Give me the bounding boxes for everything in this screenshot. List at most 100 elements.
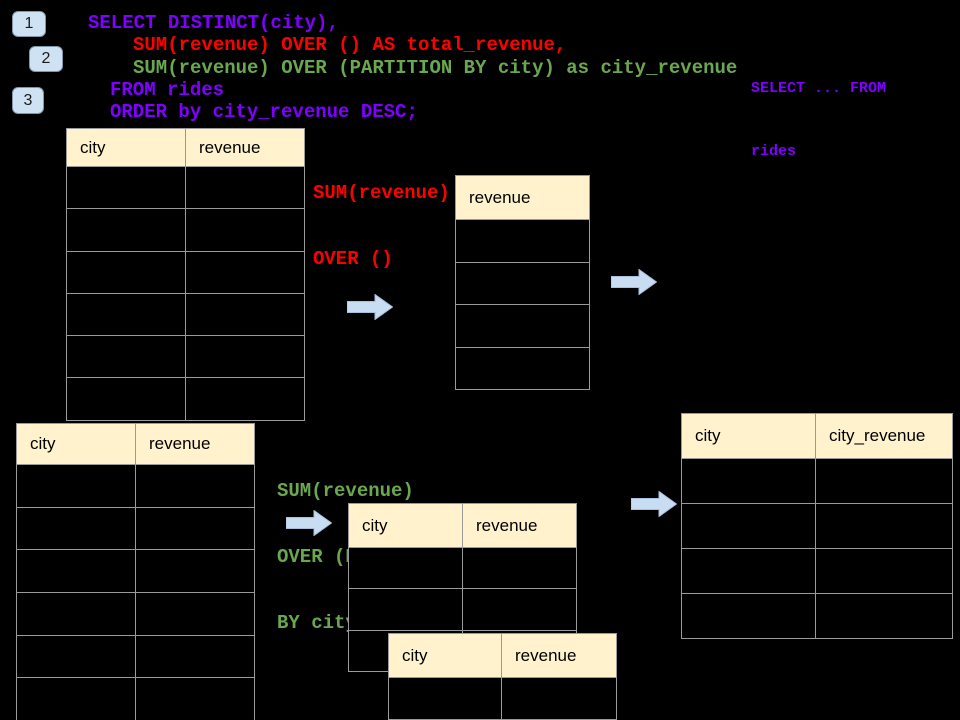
table-header-row: city city_revenue	[682, 414, 952, 459]
table-row	[17, 465, 254, 508]
table-cell	[136, 465, 254, 507]
table-cell	[456, 263, 589, 305]
table-body	[67, 167, 304, 420]
table-cell	[67, 167, 186, 209]
table-body	[682, 459, 952, 638]
table-row	[682, 459, 952, 504]
column-header-revenue: revenue	[199, 137, 261, 157]
table-row	[17, 507, 254, 551]
table-cell	[67, 251, 186, 293]
table-cell	[67, 378, 186, 420]
table-row	[456, 305, 589, 348]
sql-code-line-select: SELECT DISTINCT(city),	[88, 12, 339, 34]
sql-code-line-sum-partition: SUM(revenue) OVER (PARTITION BY city) as…	[133, 57, 738, 79]
step-badge-1: 1	[12, 11, 46, 37]
table-row	[67, 251, 304, 294]
table-cell	[682, 459, 816, 503]
table-cell	[136, 593, 254, 635]
column-header-revenue: revenue	[515, 645, 577, 665]
table-cell	[816, 594, 952, 638]
table-row	[682, 504, 952, 549]
table-source-rides: city revenue	[66, 128, 305, 421]
table-cell	[17, 593, 136, 635]
table-cell	[17, 507, 136, 550]
table-cell	[502, 678, 616, 719]
table-row	[682, 594, 952, 638]
table-source-rides-2: city revenue	[16, 423, 255, 720]
table-row	[17, 678, 254, 720]
table-row	[456, 263, 589, 305]
column-header-city: city	[389, 634, 502, 677]
table-cell	[186, 378, 304, 419]
table-cell	[186, 336, 304, 377]
side-note-line-2: rides	[751, 143, 797, 160]
table-cell	[349, 548, 463, 589]
table-cell	[186, 167, 304, 208]
table-cell	[67, 336, 186, 378]
table-row	[17, 635, 254, 679]
table-cell	[186, 252, 304, 293]
table-header-row: city revenue	[349, 504, 576, 548]
column-header-city: city	[682, 414, 816, 458]
table-row	[456, 348, 589, 390]
table-cell	[682, 549, 816, 593]
step-badge-2: 2	[29, 46, 63, 72]
table-total-revenue: revenue	[455, 175, 590, 390]
sql-code-line-sum-total: SUM(revenue) OVER () AS total_revenue,	[133, 34, 567, 56]
table-cell	[456, 220, 589, 262]
total-revenue-label: SUM(revenue) OVER ()	[313, 138, 450, 314]
table-body	[389, 678, 616, 720]
side-note-line-1: SELECT ... FROM	[751, 80, 887, 97]
table-header-row: city revenue	[17, 424, 254, 465]
column-header-city: city	[349, 504, 463, 547]
table-cell	[682, 504, 816, 548]
table-cell	[389, 678, 502, 719]
table-row	[67, 336, 304, 379]
step-badge-3: 3	[12, 87, 44, 114]
table-row	[67, 209, 304, 252]
table-row	[389, 678, 616, 720]
partition-label-line-1: SUM(revenue)	[277, 480, 414, 502]
table-row	[456, 220, 589, 263]
table-cell	[67, 209, 186, 251]
table-body	[17, 465, 254, 720]
table-cell	[67, 293, 186, 336]
table-cell	[816, 549, 952, 593]
table-city-revenue-result: city city_revenue	[681, 413, 953, 639]
column-header-revenue: revenue	[476, 515, 538, 535]
right-arrow-icon	[347, 294, 393, 320]
table-cell	[816, 504, 952, 548]
table-cell	[136, 636, 254, 678]
table-row	[67, 293, 304, 337]
table-cell	[136, 550, 254, 592]
column-header-city: city	[67, 129, 186, 166]
table-cell	[456, 348, 589, 390]
right-arrow-icon	[611, 269, 657, 295]
table-row	[682, 549, 952, 594]
table-row	[349, 548, 576, 590]
table-cell	[456, 305, 589, 347]
table-cell	[682, 594, 816, 638]
side-note: SELECT ... FROM rides	[751, 36, 886, 204]
sql-code-line-from: FROM rides	[110, 79, 225, 101]
table-cell	[186, 294, 304, 335]
table-cell	[136, 508, 254, 550]
column-header-city: city	[17, 424, 136, 464]
table-row	[17, 593, 254, 636]
table-cell	[186, 209, 304, 250]
table-cell	[17, 635, 136, 678]
right-arrow-icon	[286, 510, 332, 536]
table-cell	[816, 459, 952, 503]
table-cell	[17, 678, 136, 720]
sql-code-line-order: ORDER by city_revenue DESC;	[110, 101, 418, 123]
table-row	[349, 589, 576, 631]
total-revenue-label-line-1: SUM(revenue)	[313, 182, 450, 204]
table-header-row: city revenue	[67, 129, 304, 167]
table-cell	[463, 548, 576, 588]
table-cell	[136, 678, 254, 720]
table-cell	[349, 589, 463, 630]
table-header-row: revenue	[456, 176, 589, 220]
column-header-revenue: revenue	[149, 434, 211, 453]
total-revenue-label-line-2: OVER ()	[313, 248, 393, 270]
